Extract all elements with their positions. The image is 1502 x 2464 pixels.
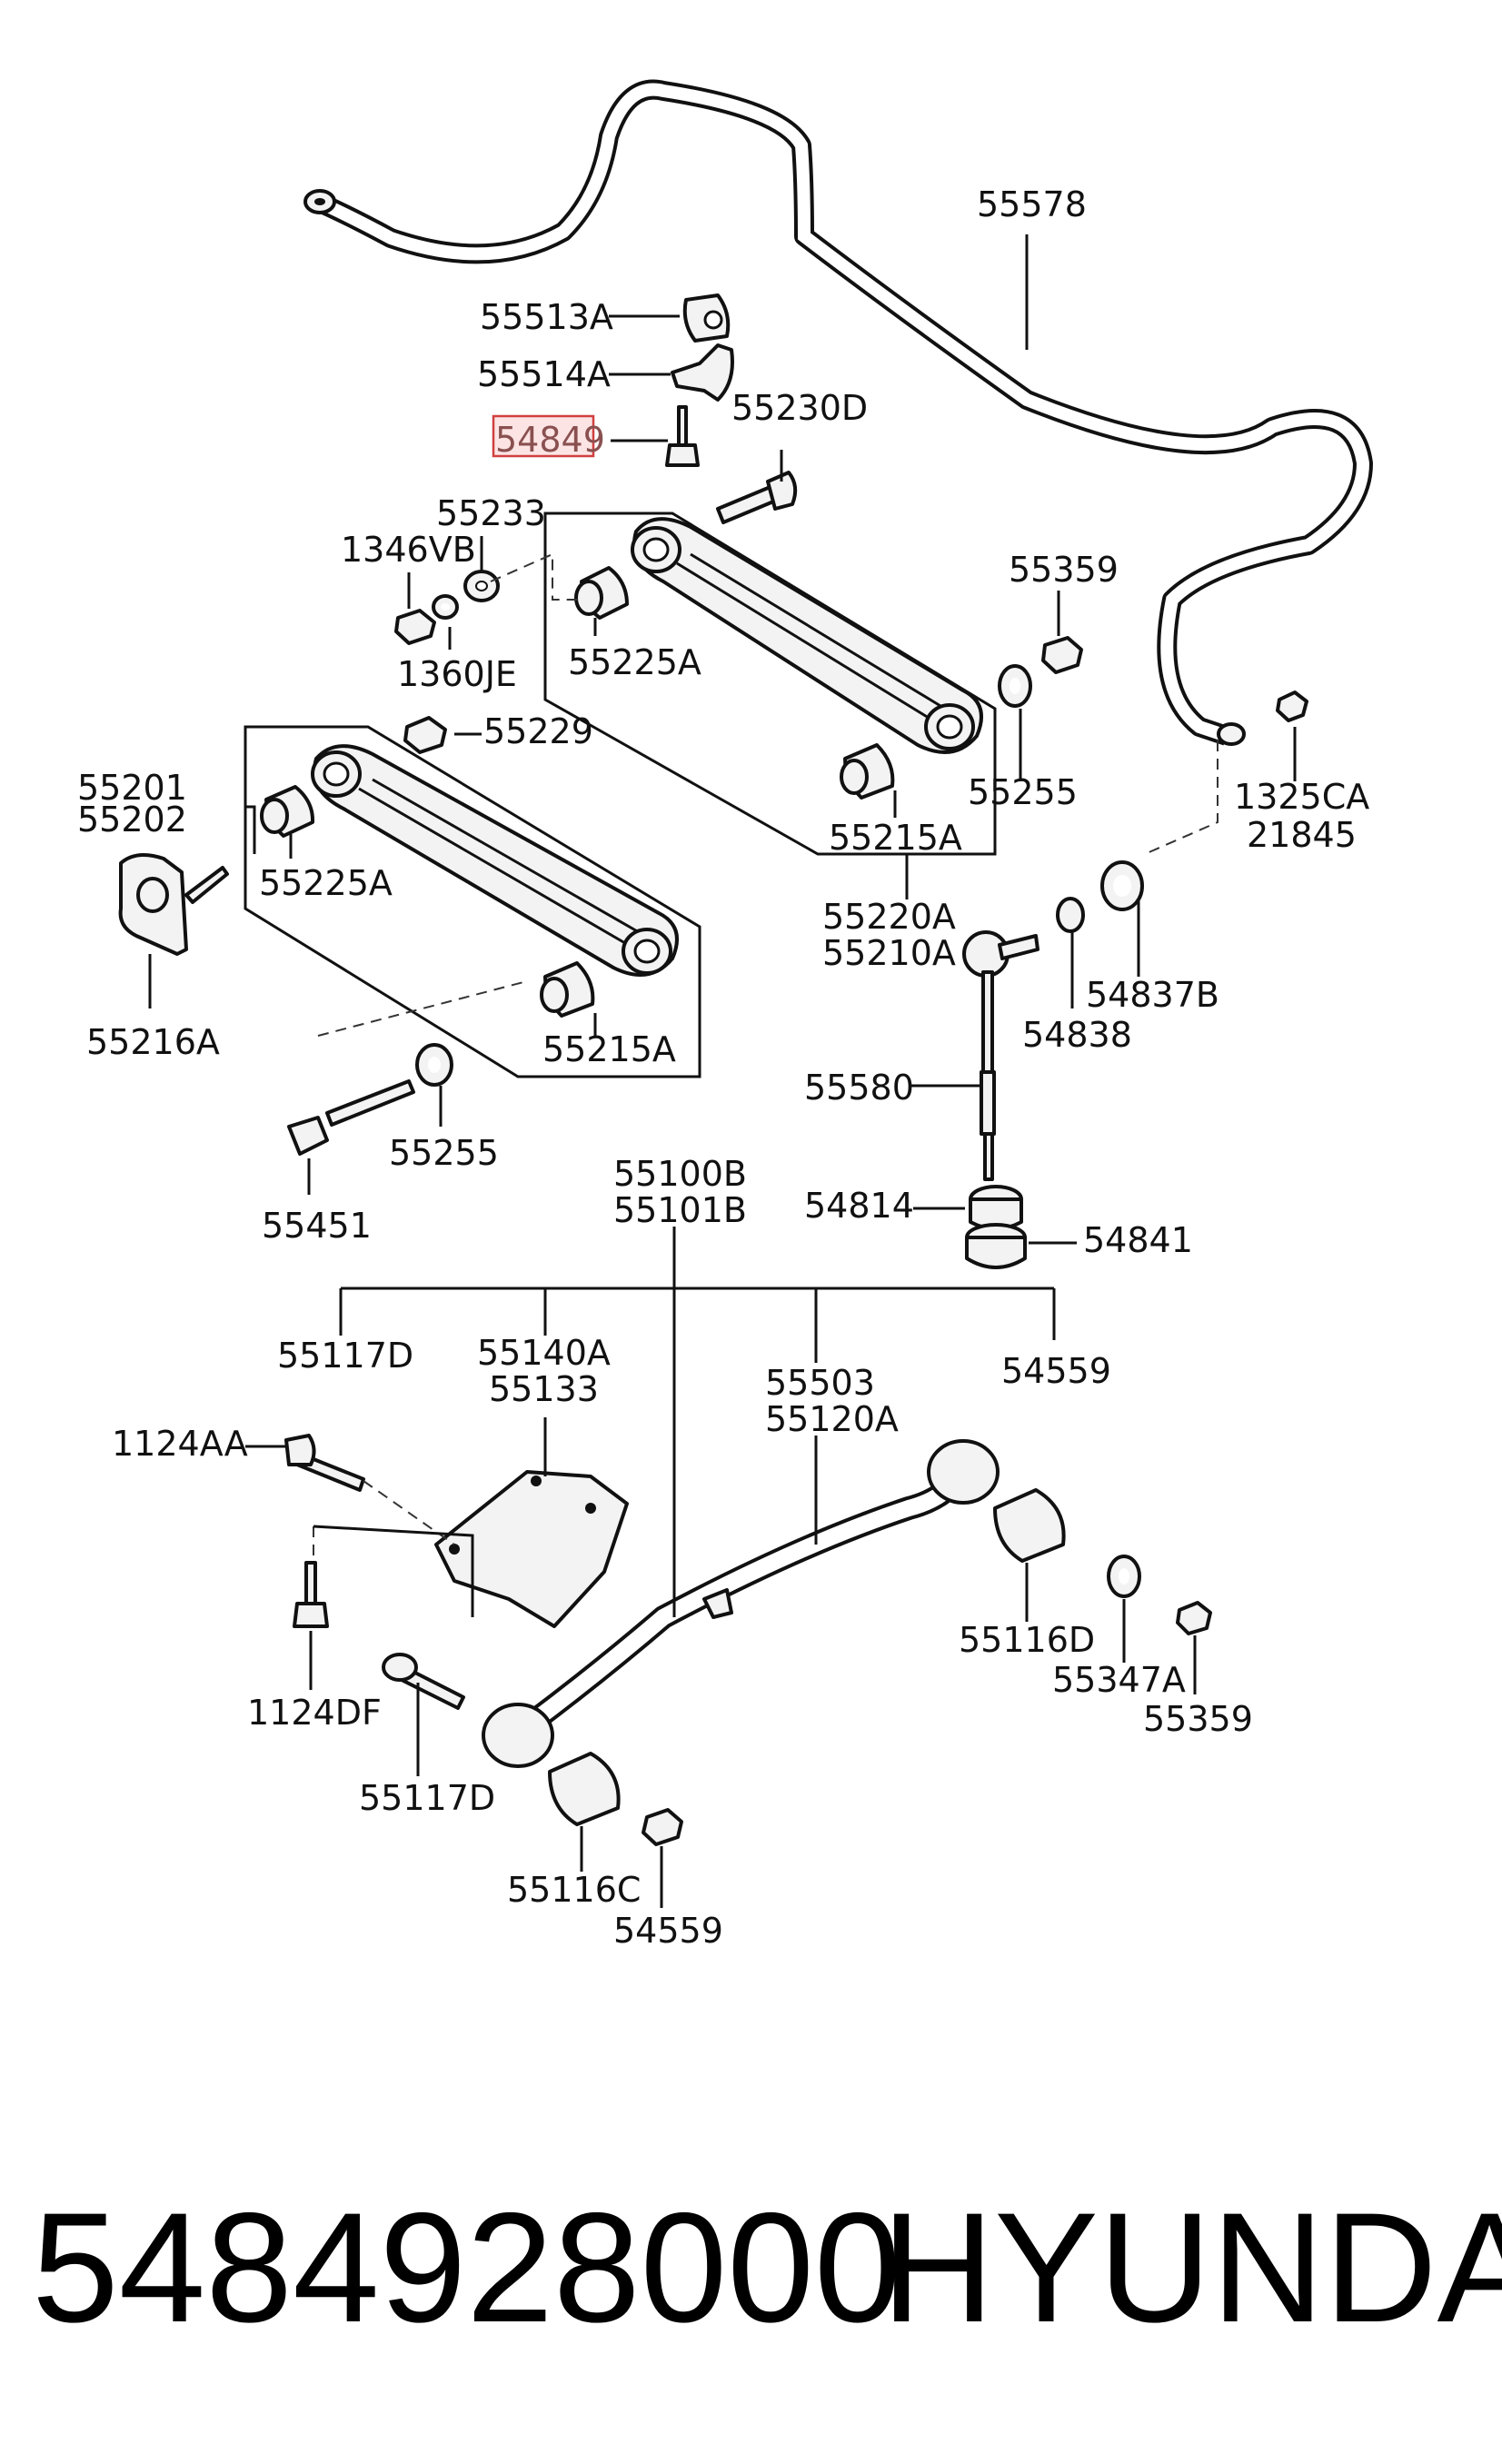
label-55233: 55233 — [436, 493, 546, 533]
label-55202: 55202 — [77, 800, 187, 840]
label-55220A: 55220A — [822, 897, 956, 937]
label-55201: 55201 — [77, 768, 187, 808]
label-55503: 55503 — [765, 1363, 875, 1403]
label-1124AA: 1124AA — [112, 1424, 248, 1464]
label-1124DF: 1124DF — [247, 1693, 382, 1733]
lower-arm-assembly — [244, 725, 701, 1078]
label-55210A: 55210A — [822, 933, 956, 973]
footer: 5484928000 HYUNDAI — [32, 2181, 1502, 2355]
trailing-arm-assembly — [284, 1434, 1212, 1846]
label-54841: 54841 — [1083, 1220, 1193, 1260]
label-1325CA: 1325CA — [1234, 777, 1369, 817]
label-55255-lower: 55255 — [389, 1133, 499, 1173]
label-21845: 21845 — [1247, 815, 1357, 855]
leader-lines — [148, 234, 1297, 1908]
label-54814: 54814 — [804, 1186, 914, 1226]
label-55216A: 55216A — [86, 1022, 220, 1062]
label-55100B: 55100B — [613, 1154, 747, 1194]
label-55101B: 55101B — [613, 1190, 747, 1230]
label-55133: 55133 — [489, 1369, 599, 1409]
label-55116C: 55116C — [507, 1870, 641, 1910]
label-55117D-upper: 55117D — [277, 1336, 413, 1376]
label-55359-upper: 55359 — [1009, 550, 1119, 590]
footer-brand: HYUNDAI — [881, 2181, 1502, 2355]
label-55580: 55580 — [804, 1068, 914, 1108]
label-55215A-upper: 55215A — [829, 818, 962, 858]
label-55514A: 55514A — [477, 354, 611, 394]
part-labels: 55578 55513A 55514A 54849 55230D 55233 1… — [77, 184, 1369, 1951]
label-55513A: 55513A — [480, 297, 613, 337]
small-hardware — [118, 293, 1308, 1269]
label-55347A: 55347A — [1052, 1660, 1186, 1700]
stabilizer-bar — [303, 79, 1373, 746]
label-54837B: 54837B — [1086, 975, 1219, 1015]
label-54849[interactable]: 54849 — [495, 420, 605, 460]
label-55225A-lower: 55225A — [259, 863, 393, 903]
label-55359-lower: 55359 — [1143, 1699, 1253, 1739]
label-55140A: 55140A — [477, 1333, 611, 1373]
label-55117D-lower: 55117D — [359, 1778, 495, 1818]
footer-part-number: 5484928000 — [32, 2181, 901, 2355]
label-55451: 55451 — [262, 1206, 372, 1246]
label-55225A-upper: 55225A — [568, 642, 701, 682]
highlight-box-54849 — [492, 414, 595, 458]
label-55230D: 55230D — [731, 388, 868, 428]
label-54559-upper: 54559 — [1001, 1351, 1111, 1391]
label-55116D: 55116D — [959, 1620, 1095, 1660]
label-55229: 55229 — [483, 711, 593, 751]
upper-arm-assembly — [543, 512, 997, 856]
label-1360JE: 1360JE — [397, 654, 517, 694]
label-54838: 54838 — [1022, 1015, 1132, 1055]
label-55255-upper: 55255 — [968, 772, 1078, 812]
label-55578: 55578 — [977, 184, 1087, 224]
label-55215A-lower: 55215A — [542, 1029, 676, 1069]
label-1346VB: 1346VB — [341, 530, 476, 570]
label-54559-lower: 54559 — [613, 1911, 723, 1951]
label-55120A: 55120A — [765, 1399, 899, 1439]
